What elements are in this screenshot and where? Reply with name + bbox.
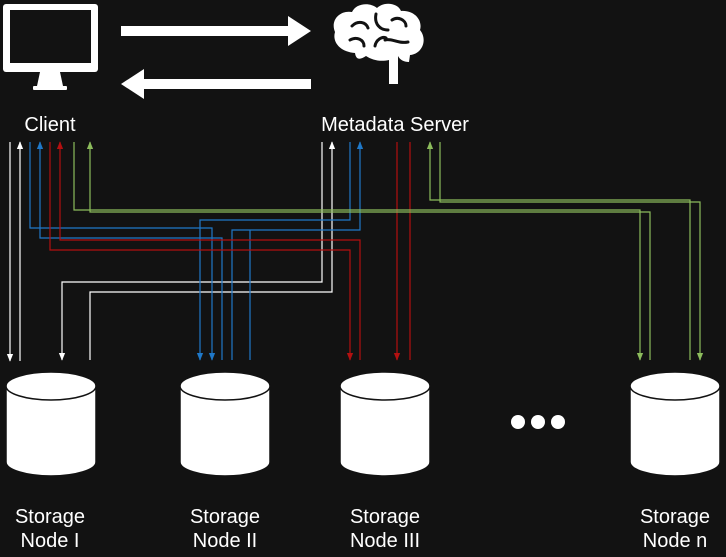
storage-noden-icon: [629, 371, 721, 477]
request-arrow-icon: [121, 16, 311, 46]
metadata-to-node2-arrow: [196, 142, 351, 361]
node1-label: Storage Node I: [0, 505, 100, 553]
node1-to-metadata-arrow: [89, 141, 336, 360]
metadata-to-node1-arrow: [58, 142, 323, 361]
noden-label-line2: Node n: [642, 530, 708, 552]
metadata-to-noden-arrow: [439, 142, 704, 361]
response-arrow-icon: [121, 69, 311, 99]
noden-to-metadata-arrow: [426, 141, 691, 360]
node3-to-client-arrow: [56, 141, 361, 360]
node2-label: Storage Node II: [175, 505, 275, 553]
brain-icon: [333, 3, 424, 84]
node1-label-line1: Storage: [14, 506, 86, 528]
node2-to-client-arrow: [36, 141, 223, 360]
monitor-icon: [3, 4, 98, 90]
node3-label: Storage Node III: [335, 505, 435, 553]
client-to-noden-arrow: [73, 142, 644, 361]
storage-node3-icon: [339, 371, 431, 477]
noden-label-line1: Storage: [639, 506, 711, 528]
node3-label-line2: Node III: [349, 530, 421, 552]
node2-to-metadata-arrow: [231, 141, 364, 360]
client-label: Client: [24, 114, 76, 136]
storage-node1-icon: [5, 371, 97, 477]
noden-to-client-arrow: [86, 141, 651, 360]
metadata-server-label: Metadata Server: [321, 114, 469, 136]
noden-label: Storage Node n: [625, 505, 725, 553]
ellipsis-dots-icon: [511, 415, 565, 429]
node3-label-line1: Storage: [349, 506, 421, 528]
storage-node2-icon: [179, 371, 271, 477]
node2-label-line1: Storage: [189, 506, 261, 528]
node1-label-line2: Node I: [20, 530, 80, 552]
node2-label-line2: Node II: [192, 530, 258, 552]
client-to-node2-arrow: [29, 142, 216, 361]
client-to-node3-arrow: [49, 142, 354, 361]
